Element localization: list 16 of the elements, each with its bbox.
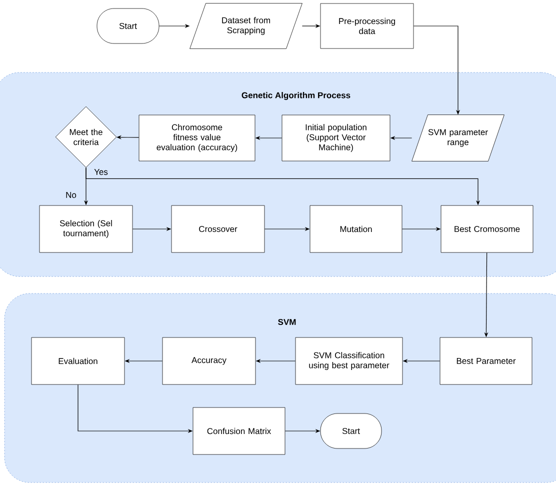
data-parallelogram: SVM parameter range xyxy=(412,114,504,162)
process-box: Crossover xyxy=(171,205,265,253)
edge-label: No xyxy=(64,191,78,199)
process-box: Selection (Sel tournament) xyxy=(39,205,133,253)
process-box: Best Cromosome xyxy=(440,205,534,253)
process-box: SVM Classification using best parameter xyxy=(295,337,403,385)
process-box: Best Parameter xyxy=(440,337,532,385)
process-box: Initial population (Support Vector Machine) xyxy=(282,114,390,162)
edge-label: Yes xyxy=(93,168,109,176)
process-box: Mutation xyxy=(310,205,402,253)
process-box: Chromosome fitness value evaluation (accuracy) xyxy=(138,114,256,162)
process-box: Accuracy xyxy=(162,337,256,385)
data-parallelogram: Dataset from Scrapping xyxy=(190,3,302,49)
process-box: Evaluation xyxy=(31,337,125,385)
process-box: Pre-processing data xyxy=(320,3,414,49)
process-box: Confusion Matrix xyxy=(192,407,286,455)
